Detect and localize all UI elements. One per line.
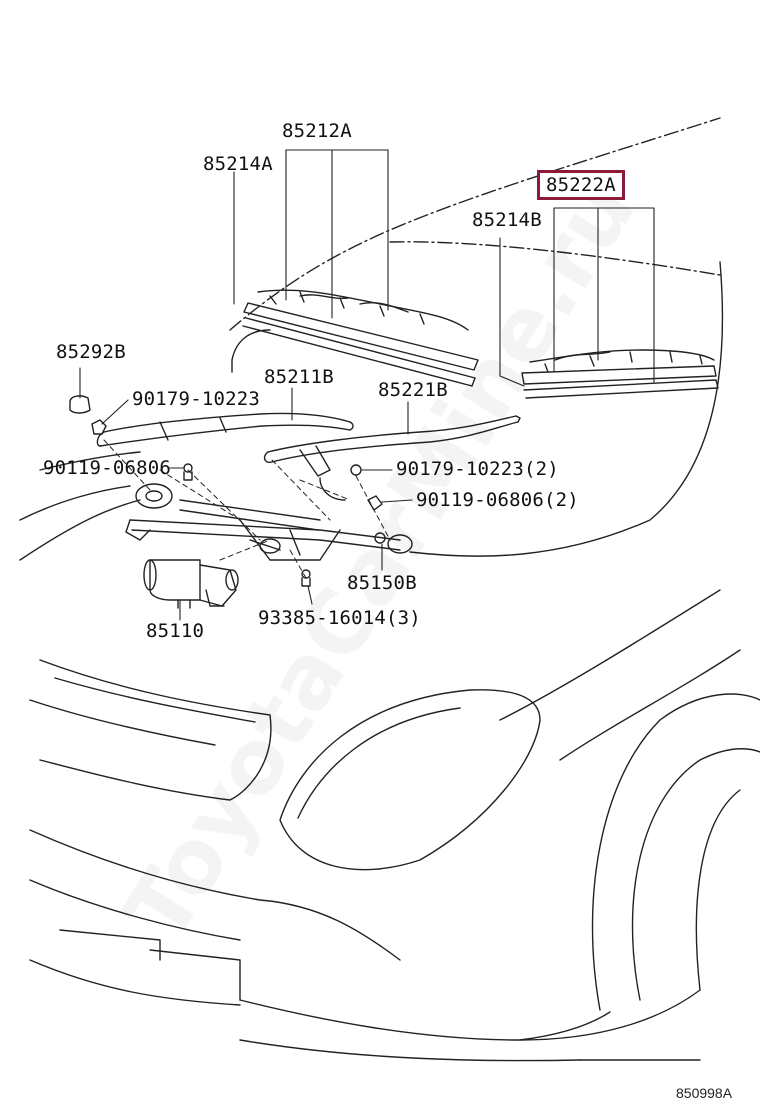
part-label-90179-10223-qty2[interactable]: 90179-10223(2) <box>396 458 559 480</box>
part-label-90119-06806-qty2[interactable]: 90119-06806(2) <box>416 489 579 511</box>
diagram-code: 850998A <box>676 1085 733 1101</box>
part-label-85212a[interactable]: 85212A <box>282 120 352 142</box>
wiper-linkage-drawing <box>125 483 413 561</box>
part-label-85214a[interactable]: 85214A <box>203 153 273 175</box>
part-label-85211b[interactable]: 85211B <box>264 366 334 388</box>
fasteners-drawing <box>91 419 386 587</box>
assembly-dashed-lines <box>103 439 391 579</box>
car-body-outline <box>19 117 760 1062</box>
leader-lines <box>79 149 655 621</box>
part-label-85222a-highlighted[interactable]: 85222A <box>537 170 625 200</box>
part-label-85292b[interactable]: 85292B <box>56 341 126 363</box>
part-label-90179-10223[interactable]: 90179-10223 <box>132 388 261 410</box>
part-label-85150b[interactable]: 85150B <box>347 572 417 594</box>
part-label-85221b[interactable]: 85221B <box>378 379 448 401</box>
part-label-93385-16014-qty3[interactable]: 93385-16014(3) <box>258 607 421 629</box>
wiper-arm-right-drawing <box>263 415 521 501</box>
part-label-85110[interactable]: 85110 <box>146 620 205 642</box>
pivot-cap-drawing <box>69 395 91 414</box>
part-label-85214b[interactable]: 85214B <box>472 209 542 231</box>
wiper-blade-right-drawing <box>521 349 719 399</box>
wiper-blade-left-drawing <box>242 289 479 387</box>
part-label-90119-06806[interactable]: 90119-06806 <box>43 457 172 479</box>
wiper-motor-drawing <box>143 559 239 609</box>
wiper-arm-left-drawing <box>96 412 354 447</box>
